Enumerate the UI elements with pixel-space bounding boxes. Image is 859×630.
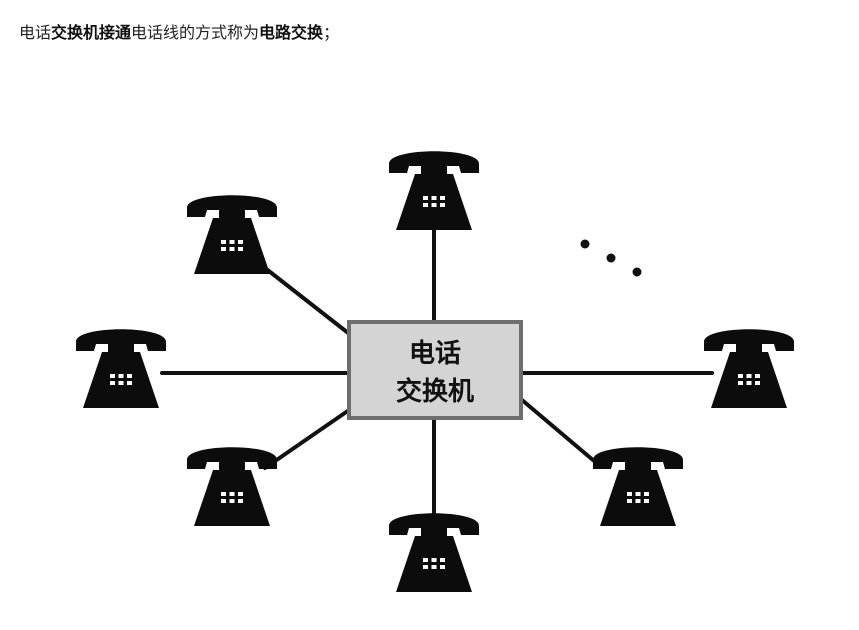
caption-part-4: 电路交换 bbox=[259, 23, 324, 42]
phone-icon bbox=[388, 151, 480, 230]
caption-part-5: ； bbox=[323, 23, 340, 42]
caption-part-1: 电话 bbox=[19, 23, 52, 42]
switch-label-line-1: 电话 bbox=[409, 339, 461, 369]
phone-icon bbox=[186, 447, 278, 526]
line-bottom-left bbox=[263, 406, 354, 470]
caption-text: 电话交换机接通电话线的方式称为电路交换； bbox=[19, 22, 339, 44]
telephone-switch-box: 电话 交换机 bbox=[347, 320, 523, 420]
caption-part-2: 交换机接通 bbox=[51, 23, 132, 42]
ellipsis-dots bbox=[580, 239, 642, 277]
phone-icon bbox=[75, 329, 167, 408]
phone-icon bbox=[388, 513, 480, 592]
line-top-left bbox=[263, 266, 354, 338]
phone-icon bbox=[703, 329, 795, 408]
caption-part-3: 电话线的方式称为 bbox=[131, 23, 260, 42]
line-bottom-right bbox=[520, 398, 602, 468]
switch-label-line-2: 交换机 bbox=[396, 376, 474, 407]
phone-icon bbox=[592, 447, 684, 526]
phone-icon bbox=[186, 195, 278, 274]
